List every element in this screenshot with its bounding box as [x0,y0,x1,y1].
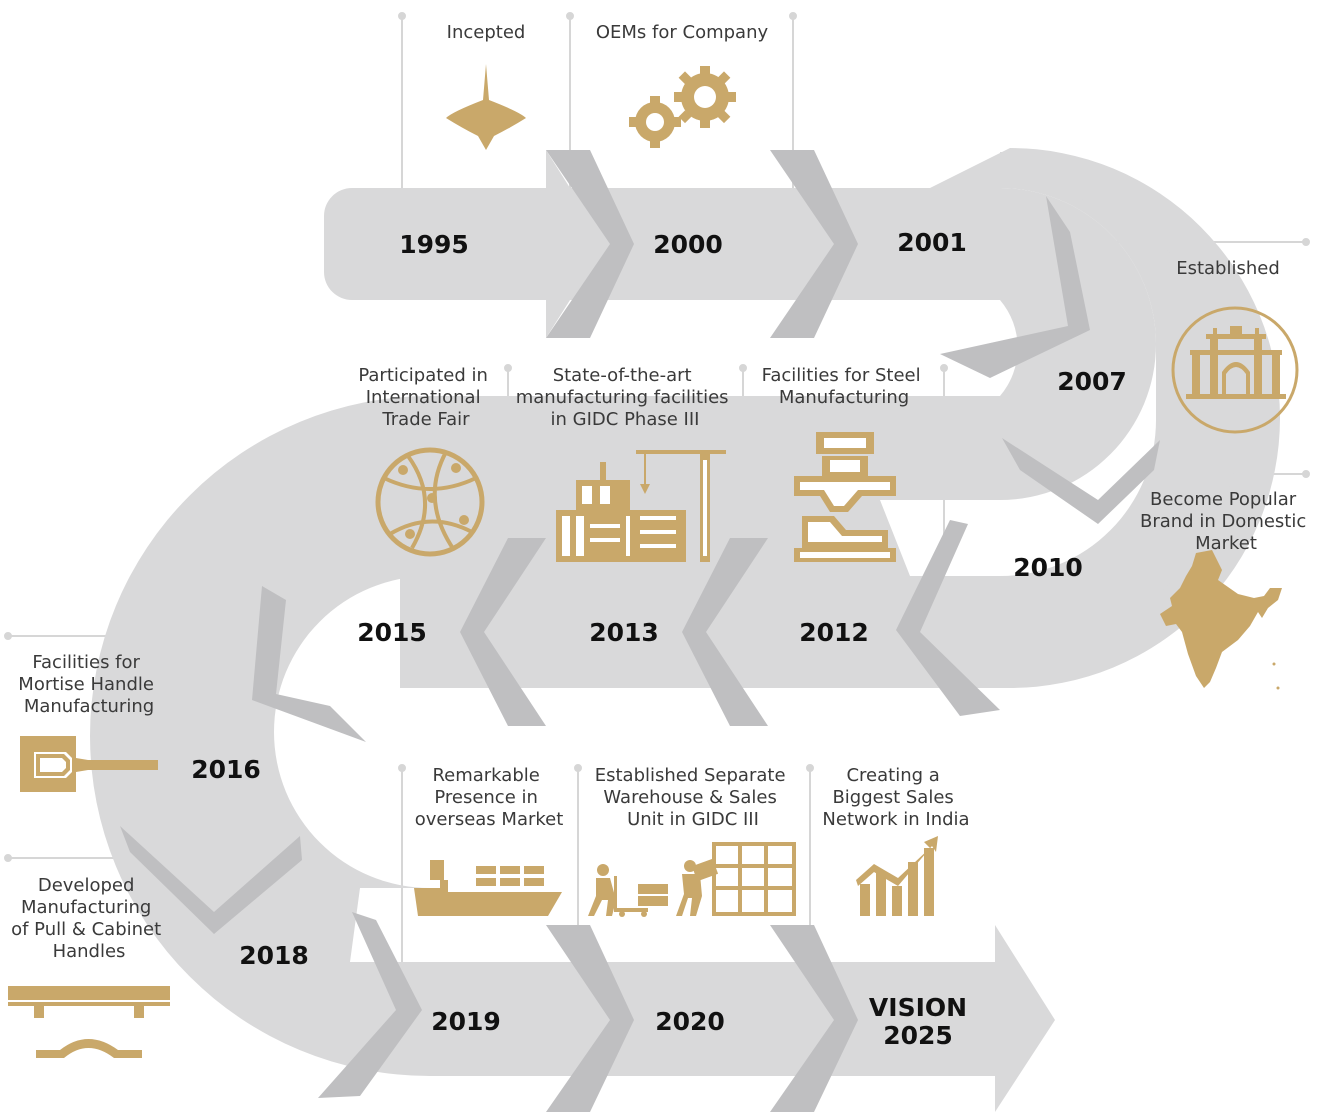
chevron-11 [546,925,634,1112]
chevron-7 [460,538,546,726]
caption-established: Established [1176,258,1280,279]
press-machine-icon [794,432,896,562]
year-2016: 2016 [191,755,261,784]
year-2020: 2020 [655,1007,725,1036]
warehouse-workers-icon [588,842,796,917]
chevron-6 [682,538,768,726]
year-2013: 2013 [589,618,659,647]
year-1995: 1995 [399,230,469,259]
caption-network: Creating a Biggest Sales Network in Indi… [822,765,969,830]
construction-crane-icon [556,450,726,562]
caption-mortise: Facilities for Mortise Handle Manufactur… [18,652,159,717]
year-labels: 1995 2000 2001 2007 2010 2012 2013 2015 … [191,228,1127,1050]
arrowhead-1 [546,150,570,188]
chevron-1 [546,150,634,338]
year-2000: 2000 [653,230,723,259]
pull-handle-icon [8,986,170,1058]
caption-popular: Become Popular Brand in Domestic Market [1140,489,1312,554]
spinning-top-icon [446,64,526,150]
chevron-12 [770,925,858,1112]
captions: Incepted OEMs for Company Established Be… [11,22,1312,962]
chevron-10 [318,912,422,1098]
ribbon-loop-right [910,152,1268,688]
caption-incepted: Incepted [447,22,526,43]
caption-overseas: Remarkable Presence in overseas Market [415,765,564,830]
timeline-ribbon [90,148,1280,1112]
globe-network-icon [375,447,485,557]
chevron-5 [896,520,1000,716]
cargo-ship-icon [414,860,562,916]
arrowhead-2 [546,300,570,338]
chevron-9 [120,826,302,934]
ribbon-body [90,188,1156,1112]
chevron-4 [1002,438,1160,524]
caption-warehouse: Established Separate Warehouse & Sales U… [595,765,792,830]
year-2010: 2010 [1013,553,1083,582]
chevron-2 [770,150,858,338]
caption-gidc: State-of-the-art manufacturing facilitie… [516,365,735,430]
year-2018: 2018 [239,941,309,970]
chevron-8 [252,586,366,742]
year-2025: 2025 [883,1021,953,1050]
gears-icon [629,66,736,148]
mortise-handle-icon [20,736,158,792]
caption-pull: Developed Manufacturing of Pull & Cabine… [11,875,167,962]
india-map-icon [1160,550,1282,690]
chevron-3 [940,196,1090,378]
year-2001: 2001 [897,228,967,257]
caption-steel: Facilities for Steel Manufacturing [762,365,927,408]
year-vision: VISION [869,993,967,1022]
growth-chart-icon [856,836,938,916]
caption-oems: OEMs for Company [596,22,769,43]
year-2012: 2012 [799,618,869,647]
year-2015: 2015 [357,618,427,647]
caption-fair: Participated in International Trade Fair [358,365,493,430]
year-2019: 2019 [431,1007,501,1036]
gateway-monument-icon [1171,306,1299,434]
year-2007: 2007 [1057,367,1127,396]
